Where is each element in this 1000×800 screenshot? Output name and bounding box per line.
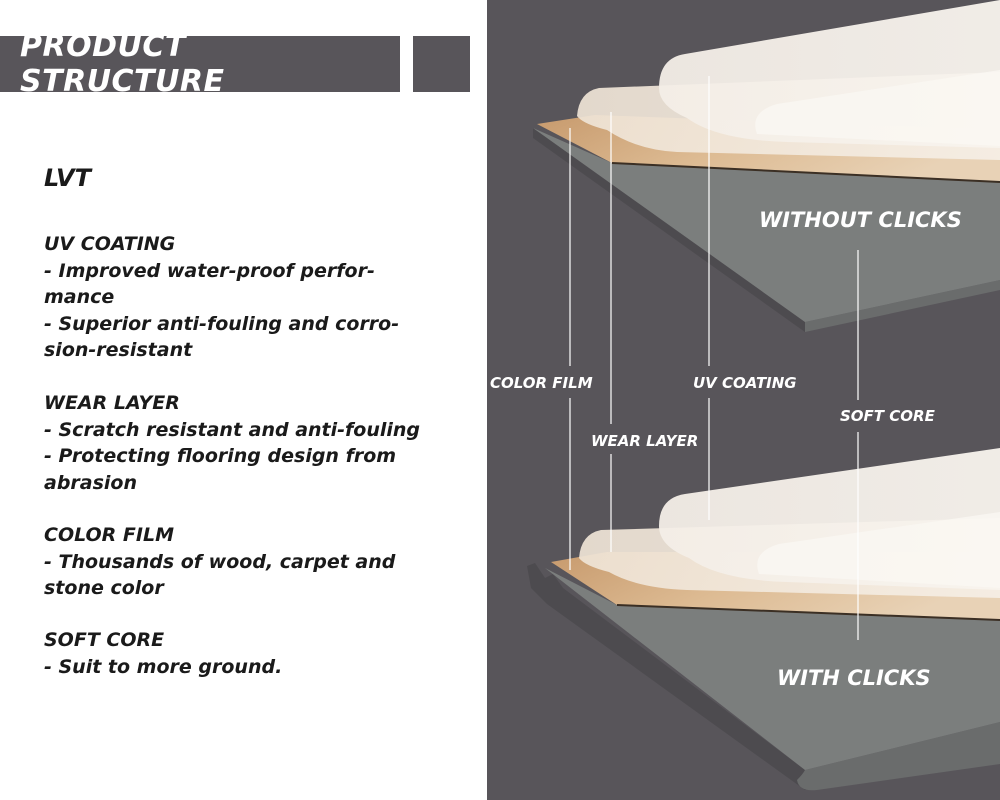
feature-wear-layer: WEAR LAYER - Scratch resistant and anti-… [44,390,464,496]
feature-color-film: COLOR FILM - Thousands of wood, carpet a… [44,522,464,602]
core-side-face [533,128,805,332]
click-profile-side [527,563,817,790]
feature-line: - Suit to more ground. [44,655,283,678]
layer-diagram [527,0,1000,791]
film-edge [611,162,1000,183]
feature-line: - Improved water-proof perfor- [44,259,375,282]
leader-lines [569,76,859,640]
plank-without-clicks [533,0,1000,332]
feature-heading: COLOR FILM [44,524,174,546]
feature-line: stone color [44,577,164,599]
label-uv-coating: UV COATING [693,374,797,392]
label-color-film: COLOR FILM [490,374,593,392]
page-title: PRODUCT STRUCTURE [20,29,225,99]
title-accent-block [413,36,470,92]
feature-line: - Scratch resistant and anti-fouling [44,418,421,441]
core-front-face [805,280,1000,332]
label-wear-layer: WEAR LAYER [591,432,699,450]
feature-line: abrasion [44,471,138,494]
feature-heading: WEAR LAYER [44,392,180,414]
title-bar: PRODUCT STRUCTURE [0,29,400,99]
uv-coating-highlight [755,70,1000,146]
feature-line: - Protecting flooring design from [44,445,397,467]
label-soft-core: SOFT CORE [840,407,935,425]
feature-heading: UV COATING [44,233,176,255]
uv-coating-highlight [757,512,1000,588]
label-without-clicks: WITHOUT CLICKS [759,208,962,232]
feature-line: - Superior anti-fouling and corro- [44,312,400,335]
label-with-clicks: WITH CLICKS [777,666,931,690]
core-front-face [797,722,1000,791]
feature-heading: SOFT CORE [44,629,165,651]
product-name: LVT [44,164,91,192]
feature-line: sion-resistant [44,339,193,361]
feature-line: - Thousands of wood, carpet and [44,550,396,573]
soft-core-top [545,568,1000,770]
text-panel: PRODUCT STRUCTURE LVT UV COATING - Impro… [0,0,487,800]
plank-with-clicks [527,448,1000,791]
feature-line: mance [44,286,115,308]
feature-uv-coating: UV COATING - Improved water-proof perfor… [44,231,464,364]
film-edge [616,604,1000,621]
diagram-panel: WITHOUT CLICKS COLOR FILM UV COATING SOF… [487,0,1000,800]
feature-soft-core: SOFT CORE - Suit to more ground. [44,627,464,680]
